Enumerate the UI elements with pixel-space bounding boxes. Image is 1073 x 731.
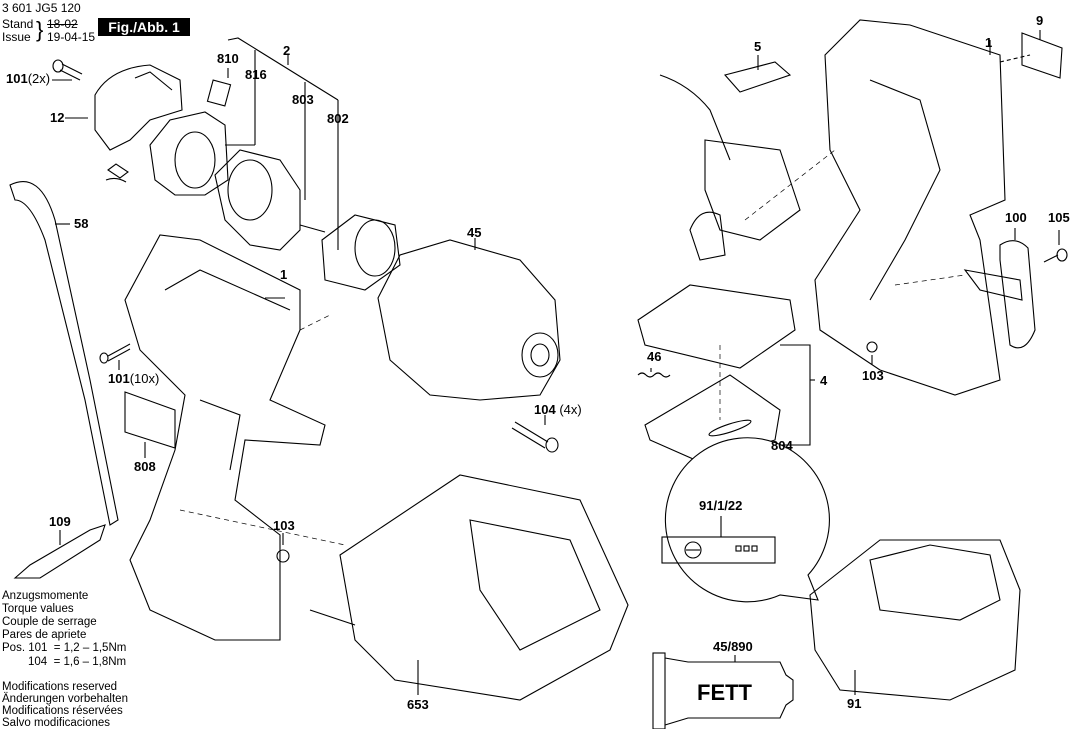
screw-101-side bbox=[99, 343, 131, 370]
bit-109 bbox=[13, 524, 106, 579]
torque-title-en: Torque values bbox=[2, 603, 74, 615]
issue-value: 19-04-15 bbox=[47, 30, 96, 44]
part-label[interactable]: 103 bbox=[273, 518, 295, 533]
modifications-fr: Modifications réservées bbox=[2, 705, 123, 717]
part-label-101-2x[interactable]: 101(2x) bbox=[6, 72, 50, 86]
part-qty: (4x) bbox=[559, 402, 582, 417]
figure-badge: Fig./Abb. 1 bbox=[98, 18, 190, 36]
brush-holder-816 bbox=[149, 79, 232, 196]
part-label[interactable]: 803 bbox=[292, 92, 314, 107]
part-label[interactable]: 58 bbox=[74, 216, 89, 231]
label-9 bbox=[999, 30, 1063, 79]
part-qty: (2x) bbox=[27, 71, 51, 86]
gearbox-45 bbox=[377, 238, 561, 401]
part-label[interactable]: 100 bbox=[1005, 210, 1027, 225]
nut-103-right bbox=[866, 341, 878, 365]
armature-803 bbox=[214, 149, 326, 251]
part-qty: (10x) bbox=[129, 371, 160, 386]
part-label[interactable]: 808 bbox=[134, 459, 156, 474]
assembly-guides bbox=[179, 149, 966, 546]
torque-title-es: Pares de apriete bbox=[2, 629, 87, 641]
cap-12 bbox=[65, 64, 183, 183]
nut-103-left bbox=[276, 533, 290, 563]
magnet-ring-802 bbox=[321, 214, 401, 291]
part-number: 101 bbox=[108, 371, 130, 386]
part-label[interactable]: 653 bbox=[407, 697, 429, 712]
grease-tube-45-890 bbox=[652, 652, 794, 729]
part-number: 104 bbox=[534, 402, 556, 417]
part-label[interactable]: 91 bbox=[847, 696, 862, 711]
strap-58 bbox=[9, 180, 119, 526]
torque-title-de: Anzugsmomente bbox=[2, 590, 89, 602]
part-label[interactable]: 103 bbox=[862, 368, 884, 383]
modifications-en: Modifications reserved bbox=[2, 681, 118, 693]
board-4 bbox=[637, 284, 815, 446]
part-number: 101 bbox=[6, 71, 28, 86]
part-label-101-10x[interactable]: 101(10x) bbox=[108, 372, 159, 386]
part-label[interactable]: 1 bbox=[280, 267, 288, 282]
part-label[interactable]: 45/890 bbox=[713, 639, 753, 654]
charger-653 bbox=[309, 474, 629, 701]
callout-91-1-22 bbox=[661, 437, 830, 603]
label-808 bbox=[124, 391, 176, 458]
part-label[interactable]: 802 bbox=[327, 111, 349, 126]
stand-label: Stand bbox=[2, 17, 34, 31]
leader-group-2 bbox=[225, 37, 339, 250]
document-number: 3 601 JG5 120 bbox=[2, 1, 81, 15]
part-label[interactable]: 804 bbox=[771, 438, 793, 453]
part-label[interactable]: 91/1/22 bbox=[699, 498, 743, 513]
housing-right-1 bbox=[814, 19, 1006, 396]
part-label[interactable]: 5 bbox=[754, 39, 762, 54]
part-label[interactable]: 810 bbox=[217, 51, 239, 66]
issue-label: Issue bbox=[2, 30, 31, 44]
brace-icon: } bbox=[36, 17, 44, 42]
switch-assembly-5 bbox=[659, 55, 801, 261]
torque-pos-104: 104 = 1,6 – 1,8Nm bbox=[28, 656, 127, 668]
part-label[interactable]: 12 bbox=[50, 110, 65, 125]
modifications-de: Änderungen vorbehalten bbox=[2, 693, 128, 705]
screw-104 bbox=[511, 415, 559, 453]
battery-91 bbox=[809, 539, 1021, 701]
stand-value: 18-02 bbox=[47, 17, 78, 31]
part-label[interactable]: 45 bbox=[467, 225, 482, 240]
part-label[interactable]: 2 bbox=[283, 43, 291, 58]
part-label[interactable]: 4 bbox=[820, 373, 828, 388]
part-label[interactable]: 46 bbox=[647, 349, 662, 364]
part-label-104-4x[interactable]: 104 (4x) bbox=[534, 403, 582, 417]
housing-left-1 bbox=[124, 234, 326, 641]
part-label[interactable]: 9 bbox=[1036, 13, 1044, 28]
spring-46 bbox=[637, 368, 671, 378]
screw-101-top bbox=[52, 59, 83, 81]
part-label[interactable]: 109 bbox=[49, 514, 71, 529]
torque-title-fr: Couple de serrage bbox=[2, 616, 97, 628]
part-label[interactable]: 1 bbox=[985, 35, 993, 50]
part-label[interactable]: 105 bbox=[1048, 210, 1070, 225]
torque-pos-101: Pos. 101 = 1,2 – 1,5Nm bbox=[2, 642, 127, 654]
belt-clip-100 bbox=[963, 228, 1068, 349]
part-label[interactable]: 816 bbox=[245, 67, 267, 82]
grease-label: FETT bbox=[697, 680, 752, 705]
modifications-es: Salvo modificaciones bbox=[2, 717, 111, 729]
